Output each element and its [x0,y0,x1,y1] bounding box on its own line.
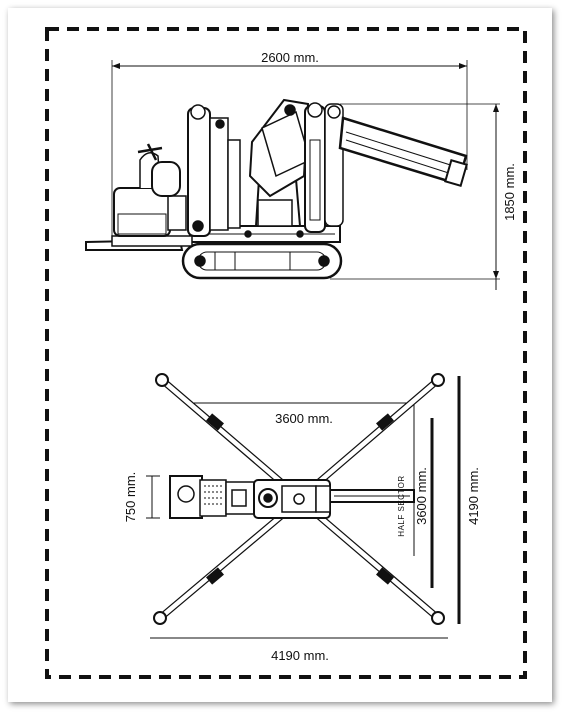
left-mast [187,107,211,237]
side-height-label: 1850 mm. [502,163,517,221]
top-view [146,373,461,639]
side-width-label: 2600 mm. [261,50,319,65]
top-total-width-label: 4190 mm. [271,648,329,663]
top-span-label: 3600 mm. [275,411,333,426]
outrigger-legs [153,373,445,625]
side-view [85,60,500,290]
half-sector-label: HALF SECTOR [397,475,406,536]
top-sector-depth-label: 3600 mm. [414,467,429,525]
dashed-frame [45,27,527,679]
top-outrigger-span-label: 4190 mm. [466,467,481,525]
top-body-width-label: 750 mm. [123,472,138,523]
